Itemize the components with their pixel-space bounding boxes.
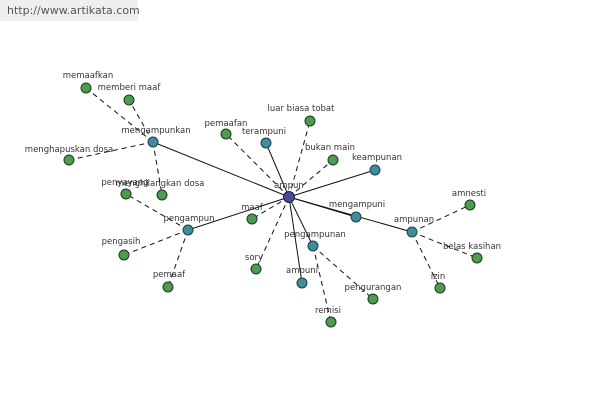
edge-pengampunan-pengurangan (312, 245, 374, 300)
edge-ampunan-amnesti (411, 204, 471, 233)
label-keampunan: keampunan (352, 153, 402, 163)
node-mengampunkan (147, 136, 159, 148)
label-ampuni: ampuni (286, 266, 318, 276)
label-pengurangan: pengurangan (345, 283, 402, 293)
node-memberi-maaf (123, 94, 135, 106)
edge-ampun-ampunan (288, 196, 413, 233)
label-terampuni: terampuni (242, 127, 286, 137)
label-mengampunkan: mengampunkan (121, 126, 190, 136)
label-menghapuskan-dosa: menghapuskan dosa (25, 145, 113, 155)
label-luar-biasa-tobat: luar biasa tobat (268, 104, 336, 114)
label-pengampunan: pengampunan (284, 230, 346, 240)
label-pengampun: pengampun (163, 214, 214, 224)
edge-ampun-pengampunan (288, 196, 314, 247)
label-pemaafan: pemaafan (205, 119, 248, 129)
label-remisi: remisi (315, 306, 341, 316)
node-ampunan (406, 226, 418, 238)
node-sory (250, 263, 262, 275)
node-bukan-main (327, 154, 339, 166)
edge-ampunan-izin (411, 231, 441, 289)
label-izin: izin (431, 272, 446, 282)
label-ampunan: ampunan (394, 215, 434, 225)
node-pengampun (182, 224, 194, 236)
edge-ampun-luar-biasa-tobat (288, 120, 311, 198)
edge-ampun-pemaafan (225, 133, 290, 198)
edge-ampun-terampuni (265, 142, 290, 198)
label-mengampuni: mengampuni (329, 200, 385, 210)
node-ampuni (296, 277, 308, 289)
edge-pengampun-pengasih (123, 229, 189, 256)
node-terampuni (260, 137, 272, 149)
node-pengampunan (307, 240, 319, 252)
edge-pengampun-penyayang (125, 193, 189, 231)
node-pemaaf (162, 281, 174, 293)
node-maaf (246, 213, 258, 225)
node-penyayang (120, 188, 132, 200)
label-memberi-maaf: memberi maaf (98, 83, 162, 93)
edge-ampun-bukan-main (288, 159, 334, 198)
edge-ampunan-belas-kasihan (411, 231, 478, 259)
label-memaafkan: memaafkan (63, 71, 114, 81)
node-amnesti (464, 199, 476, 211)
label-sory: sory (245, 253, 263, 263)
edge-ampun-mengampunkan (152, 141, 290, 198)
label-amnesti: amnesti (452, 189, 486, 199)
edge-ampun-maaf (251, 196, 290, 220)
node-pemaafan (220, 128, 232, 140)
label-pengasih: pengasih (102, 237, 141, 247)
edge-ampun-ampuni (288, 196, 303, 284)
edges (68, 87, 478, 323)
edge-ampun-keampunan (288, 169, 376, 198)
label-penyayang: penyayang (101, 178, 148, 188)
label-maaf: maaf (241, 203, 264, 213)
node-belas-kasihan (471, 252, 483, 264)
node-pengurangan (367, 293, 379, 305)
label-ampun: ampun (274, 181, 304, 191)
edge-ampun-pengampun (187, 196, 290, 231)
node-menghapuskan-dosa (63, 154, 75, 166)
node-menghilangkan-dosa (156, 189, 168, 201)
label-bukan-main: bukan main (305, 143, 355, 153)
edge-pengampunan-remisi (312, 245, 332, 323)
node-pengasih (118, 249, 130, 261)
label-menghilangkan-dosa: menghilangkan dosa (116, 179, 205, 189)
watermark: http://www.artikata.com (0, 0, 140, 21)
node-mengampuni (350, 211, 362, 223)
node-ampun (283, 191, 295, 203)
node-luar-biasa-tobat (304, 115, 316, 127)
label-belas-kasihan: belas kasihan (443, 242, 501, 252)
edge-pengampun-pemaaf (167, 229, 189, 288)
node-keampunan (369, 164, 381, 176)
node-memaafkan (80, 82, 92, 94)
node-remisi (325, 316, 337, 328)
edge-mengampunkan-memberi-maaf (128, 99, 154, 143)
labels: memaafkan memberi maaf menghapuskan dosa pe… (25, 71, 501, 316)
nodes (63, 82, 483, 328)
label-pemaaf: pemaaf (153, 270, 186, 280)
edge-ampun-sory (255, 196, 290, 270)
node-izin (434, 282, 446, 294)
